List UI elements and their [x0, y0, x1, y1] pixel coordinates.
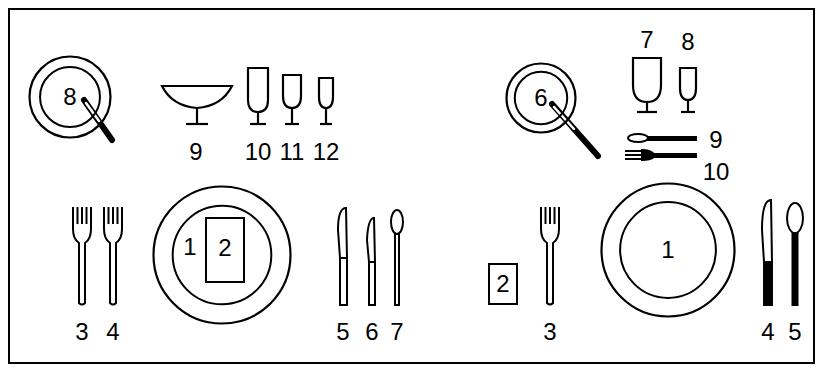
- frame: [9, 9, 814, 363]
- callout-number: 4: [106, 320, 119, 344]
- item-number: 2: [218, 236, 231, 260]
- callout-number: 10: [703, 160, 730, 184]
- fork-tine: [108, 207, 110, 224]
- fork-tine: [86, 207, 88, 224]
- dinner-plate: 12: [152, 185, 292, 325]
- spoon-handle: [395, 234, 399, 305]
- callout-number: 12: [313, 140, 340, 164]
- glass-foot: [285, 123, 299, 125]
- plate-well: [40, 67, 100, 127]
- callout-number: 3: [543, 320, 556, 344]
- item-number: 2: [496, 272, 509, 296]
- water-glass: [248, 68, 268, 112]
- callout-number: 11: [280, 140, 305, 164]
- water-goblet: [633, 58, 661, 102]
- dessert-fork-tine: [625, 154, 642, 156]
- item-number: 1: [183, 235, 196, 259]
- item-number: 6: [534, 86, 547, 110]
- glass-stem: [687, 100, 689, 112]
- callout-number: 7: [390, 320, 403, 344]
- bread-plate: 6: [505, 62, 577, 134]
- knife: [367, 218, 375, 305]
- fork-tine: [112, 207, 114, 224]
- plate-well: [620, 202, 716, 298]
- dessert-spoon-handle: [648, 137, 696, 140]
- glass-foot: [681, 111, 695, 113]
- glass-stem: [291, 108, 293, 124]
- callout-number: 9: [189, 140, 202, 164]
- item-number: 8: [63, 85, 76, 109]
- fork-tine: [81, 207, 83, 224]
- glass-foot: [320, 123, 332, 125]
- plate-well: [173, 206, 272, 305]
- knife-handle: [764, 262, 772, 305]
- plate-rim: [507, 64, 576, 133]
- wine-glass: [319, 78, 333, 108]
- plate-rim: [602, 184, 735, 317]
- glass-stem: [325, 108, 327, 124]
- dinner-plate: 1: [600, 182, 736, 318]
- callout-number: 6: [365, 320, 378, 344]
- fork-tine: [549, 207, 551, 224]
- callout-number: 3: [75, 320, 88, 344]
- plate-rim: [154, 187, 291, 324]
- forks: [73, 207, 559, 305]
- glass-stem: [257, 112, 259, 124]
- glass-foot: [250, 123, 266, 125]
- knife: [762, 200, 772, 262]
- dessert-spoon-bowl: [628, 134, 648, 142]
- butter-knife: [552, 104, 598, 156]
- dessert-fork-tine: [625, 150, 642, 152]
- fork: [73, 207, 91, 305]
- callout-number: 10: [245, 140, 272, 164]
- callout-number: 4: [761, 320, 774, 344]
- glasses-right: [633, 58, 696, 112]
- fork: [541, 207, 559, 305]
- fork: [104, 207, 122, 305]
- callout-number: 9: [709, 128, 722, 152]
- glasses-left: [162, 68, 333, 124]
- callout-number: 7: [640, 28, 653, 52]
- bread-plate: 8: [28, 55, 112, 139]
- fork-tine: [545, 207, 547, 224]
- glass-stem: [646, 102, 648, 112]
- glass-foot: [637, 111, 657, 113]
- dessert-fork-handle: [642, 150, 696, 160]
- dessert-fork-tine: [625, 158, 642, 160]
- champagne-coupe: [162, 86, 232, 108]
- spoon-bowl: [787, 203, 803, 233]
- napkin: 2: [488, 263, 518, 305]
- item-number: 1: [661, 238, 674, 262]
- spoon-bowl: [391, 210, 403, 234]
- knives-spoons: [338, 200, 803, 305]
- callout-number: 5: [336, 320, 349, 344]
- knife: [338, 208, 347, 305]
- plate-well: [515, 72, 567, 124]
- wine-glass: [680, 68, 696, 100]
- spoon-handle: [793, 233, 798, 305]
- napkin: 2: [205, 217, 245, 283]
- glass-foot: [186, 123, 208, 125]
- fork-tine: [117, 207, 119, 224]
- glass-stem: [196, 108, 198, 124]
- dessert-cutlery: [625, 134, 696, 160]
- callout-number: 8: [681, 30, 694, 54]
- knife-bolster: [369, 261, 375, 263]
- wine-glass: [283, 75, 301, 108]
- plate-rim: [30, 57, 111, 138]
- fork-tine: [77, 207, 79, 224]
- fork-tine: [554, 207, 556, 224]
- knife-bolster: [340, 257, 347, 259]
- callout-number: 5: [788, 320, 801, 344]
